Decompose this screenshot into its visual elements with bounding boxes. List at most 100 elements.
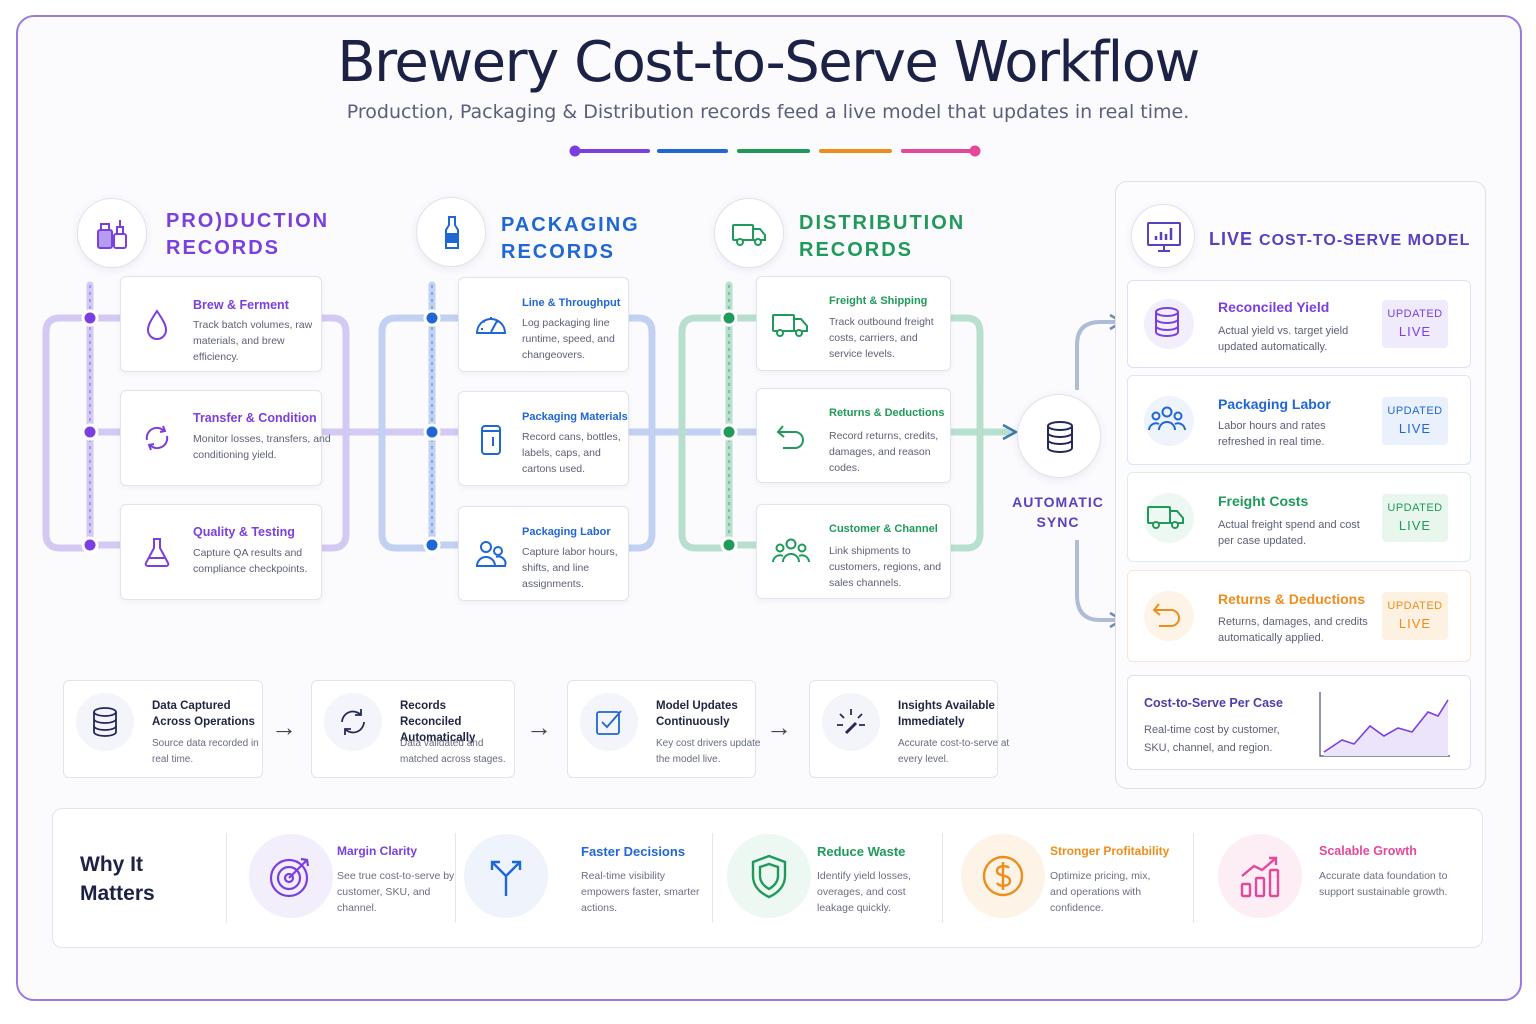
- why-desc: See true cost-to-serve by customer, SKU,…: [337, 870, 455, 914]
- why-margin-clarity: Margin Clarity See true cost-to-serve by…: [227, 808, 455, 948]
- why-heading: Why It Matters: [80, 853, 155, 905]
- why-desc: Real-time visibility empowers faster, sm…: [581, 870, 700, 914]
- step-arrow: →: [271, 712, 297, 742]
- packaging-header-line1: PACKAGING: [501, 214, 640, 236]
- brewery-icon: [97, 220, 127, 249]
- card-title: Freight & Shipping: [829, 295, 928, 307]
- step-arrow: →: [526, 712, 552, 742]
- live-item-packaging-labor[interactable]: Packaging Labor Labor hours and rates re…: [1127, 375, 1471, 465]
- live-header-icon: [1131, 204, 1195, 268]
- trend-sparkline: [1319, 692, 1450, 757]
- distribution-header-icon: [714, 198, 784, 268]
- truck-icon: [732, 224, 766, 246]
- shield-icon: [727, 834, 811, 918]
- card-title: Packaging Materials: [522, 411, 628, 423]
- gauge-icon: [469, 303, 513, 347]
- card-title: Quality & Testing: [193, 525, 295, 539]
- live-item-desc: Actual freight spend and cost per case u…: [1218, 519, 1360, 547]
- why-title: Scalable Growth: [1319, 844, 1417, 858]
- page-title: Brewery Cost-to-Serve Workflow: [337, 30, 1200, 95]
- card-quality-testing[interactable]: Quality & Testing Capture QA results and…: [120, 504, 322, 600]
- why-desc: Identify yield losses, overages, and cos…: [817, 870, 911, 914]
- fork-arrow-icon: [464, 834, 548, 918]
- card-desc: Link shipments to customers, regions, an…: [829, 545, 942, 589]
- badge-line1: UPDATED: [1387, 600, 1443, 612]
- why-scalable-growth: Scalable Growth Accurate data foundation…: [1194, 808, 1482, 948]
- card-desc: Capture labor hours, shifts, and line as…: [522, 546, 618, 590]
- cycle-icon: [135, 416, 179, 460]
- step-records-reconciled[interactable]: Records Reconciled Automatically Data va…: [311, 680, 515, 778]
- why-desc: Optimize pricing, mix, and operations wi…: [1050, 870, 1151, 914]
- distribution-header-line2: RECORDS: [799, 239, 914, 261]
- page-subtitle: Production, Packaging & Distribution rec…: [346, 101, 1190, 123]
- step-title: Model Updates Continuously: [656, 700, 738, 728]
- card-freight-shipping[interactable]: Freight & Shipping Track outbound freigh…: [756, 276, 951, 371]
- drop-icon: [135, 302, 179, 346]
- step-title: Insights Available Immediately: [898, 700, 995, 728]
- card-title: Transfer & Condition: [193, 411, 317, 425]
- database-icon: [76, 693, 134, 751]
- card-returns-deductions[interactable]: Returns & Deductions Record returns, cre…: [756, 388, 951, 483]
- live-item-title: Packaging Labor: [1218, 396, 1331, 412]
- badge-line2: LIVE: [1398, 421, 1432, 436]
- live-item-desc: Actual yield vs. target yield updated au…: [1218, 325, 1349, 353]
- status-badge: UPDATED LIVE: [1382, 592, 1448, 640]
- card-desc: Record returns, credits, damages, and re…: [829, 430, 939, 474]
- card-desc: Capture QA results and compliance checkp…: [193, 547, 308, 575]
- truck-icon: [1144, 493, 1194, 543]
- live-item-reconciled-yield[interactable]: Reconciled Yield Actual yield vs. target…: [1127, 280, 1471, 368]
- per-case-desc: Real-time cost by customer, SKU, channel…: [1144, 724, 1280, 754]
- card-customer-channel[interactable]: Customer & Channel Link shipments to cus…: [756, 504, 951, 599]
- card-transfer-condition[interactable]: Transfer & Condition Monitor losses, tra…: [120, 390, 331, 486]
- live-item-title: Returns & Deductions: [1218, 591, 1366, 607]
- checkbox-icon: [580, 693, 638, 751]
- card-desc: Log packaging line runtime, speed, and c…: [522, 317, 615, 361]
- card-brew-ferment[interactable]: Brew & Ferment Track batch volumes, raw …: [120, 276, 322, 372]
- live-item-desc: Labor hours and rates refreshed in real …: [1218, 420, 1326, 448]
- card-title: Line & Throughput: [522, 297, 621, 309]
- distribution-header-line1: DISTRIBUTION: [799, 212, 966, 234]
- return-icon: [769, 414, 813, 458]
- step-desc: Data validated and matched across stages…: [400, 738, 506, 765]
- can-icon: [469, 417, 513, 461]
- card-packaging-materials[interactable]: Packaging Materials Record cans, bottles…: [458, 391, 629, 486]
- why-title: Stronger Profitability: [1050, 844, 1170, 858]
- live-item-desc: Returns, damages, and credits automatica…: [1218, 616, 1368, 644]
- live-item-returns-deductions[interactable]: Returns & Deductions Returns, damages, a…: [1127, 570, 1471, 662]
- card-line-throughput[interactable]: Line & Throughput Log packaging line run…: [458, 277, 629, 372]
- production-header-line2: RECORDS: [166, 237, 281, 259]
- return-icon: [1144, 591, 1194, 641]
- badge-line2: LIVE: [1398, 616, 1432, 631]
- live-header-suffix: COST-TO-SERVE MODEL: [1259, 232, 1471, 249]
- step-insights-available[interactable]: Insights Available Immediately Accurate …: [809, 680, 1009, 778]
- badge-line1: UPDATED: [1387, 308, 1443, 320]
- why-stronger-profitability: Stronger Profitability Optimize pricing,…: [943, 808, 1193, 948]
- live-per-case-card[interactable]: Cost-to-Serve Per Case Real-time cost by…: [1127, 675, 1471, 770]
- badge-line1: UPDATED: [1387, 405, 1443, 417]
- card-desc: Track outbound freight costs, carriers, …: [829, 316, 934, 360]
- card-packaging-labor[interactable]: Packaging Labor Capture labor hours, shi…: [458, 506, 629, 601]
- target-icon: [249, 834, 333, 918]
- per-case-title: Cost-to-Serve Per Case: [1144, 696, 1283, 710]
- step-model-updates[interactable]: Model Updates Continuously Key cost driv…: [567, 680, 761, 778]
- card-desc: Monitor losses, transfers, and condition…: [193, 433, 331, 461]
- why-reduce-waste: Reduce Waste Identify yield losses, over…: [713, 808, 942, 948]
- packaging-header-icon: [416, 197, 486, 267]
- flask-icon: [135, 530, 179, 574]
- card-title: Packaging Labor: [522, 526, 611, 538]
- database-icon: [1144, 299, 1194, 349]
- step-desc: Key cost drivers update the model live.: [656, 738, 761, 765]
- production-header-icon: [77, 198, 147, 268]
- card-title: Returns & Deductions: [829, 407, 945, 419]
- step-desc: Accurate cost-to-serve at every level.: [898, 738, 1010, 765]
- people-icon: [1144, 396, 1194, 446]
- why-desc: Accurate data foundation to support sust…: [1319, 870, 1448, 898]
- step-data-captured[interactable]: Data Captured Across Operations Source d…: [63, 680, 263, 778]
- group-icon: [769, 530, 813, 574]
- color-divider: [569, 145, 981, 157]
- badge-line1: UPDATED: [1387, 502, 1443, 514]
- truck-icon: [769, 302, 813, 346]
- live-item-freight-costs[interactable]: Freight Costs Actual freight spend and c…: [1127, 472, 1471, 562]
